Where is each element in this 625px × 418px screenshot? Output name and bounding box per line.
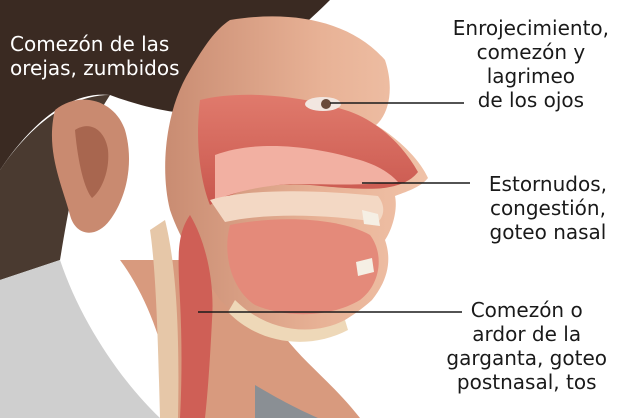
shirt-shape — [255, 385, 318, 418]
eyes-callout-line: Enrojecimiento, — [452, 16, 609, 40]
ears-callout-line: Comezón de las — [10, 32, 170, 56]
throat-callout-line: postnasal, tos — [456, 370, 597, 394]
palate — [210, 191, 384, 222]
teeth-upper — [362, 210, 380, 226]
eye-iris — [321, 99, 331, 109]
eyes-callout-line: lagrimeo — [486, 64, 576, 88]
throat-callout-line: ardor de la — [472, 322, 582, 346]
eyes-callout-line: comezón y — [476, 40, 586, 64]
eyes-callout-line: de los ojos — [477, 88, 585, 112]
throat-channel — [178, 215, 213, 418]
teeth-lower — [356, 258, 374, 276]
ears-callout-line: orejas, zumbidos — [10, 56, 180, 80]
jaw-bone — [228, 300, 348, 342]
nose-callout-line: congestión, — [489, 196, 606, 220]
tongue — [227, 219, 379, 315]
throat-callout-line: garganta, goteo — [446, 346, 607, 370]
nose-callout-line: goteo nasal — [489, 220, 607, 244]
nose-callout: Estornudos, congestión, goteo nasal — [489, 172, 607, 244]
spine-column — [150, 220, 179, 418]
throat-callout-line: Comezón o — [470, 298, 583, 322]
nasal-cavity — [215, 145, 398, 200]
throat-callout: Comezón o ardor de la garganta, goteo po… — [446, 298, 607, 394]
ears-callout: Comezón de las orejas, zumbidos — [10, 32, 180, 80]
nose-callout-line: Estornudos, — [488, 172, 607, 196]
ear-inner — [75, 126, 109, 198]
shoulder-shape — [0, 260, 160, 418]
eyes-callout: Enrojecimiento, comezón y lagrimeo de lo… — [453, 16, 609, 112]
